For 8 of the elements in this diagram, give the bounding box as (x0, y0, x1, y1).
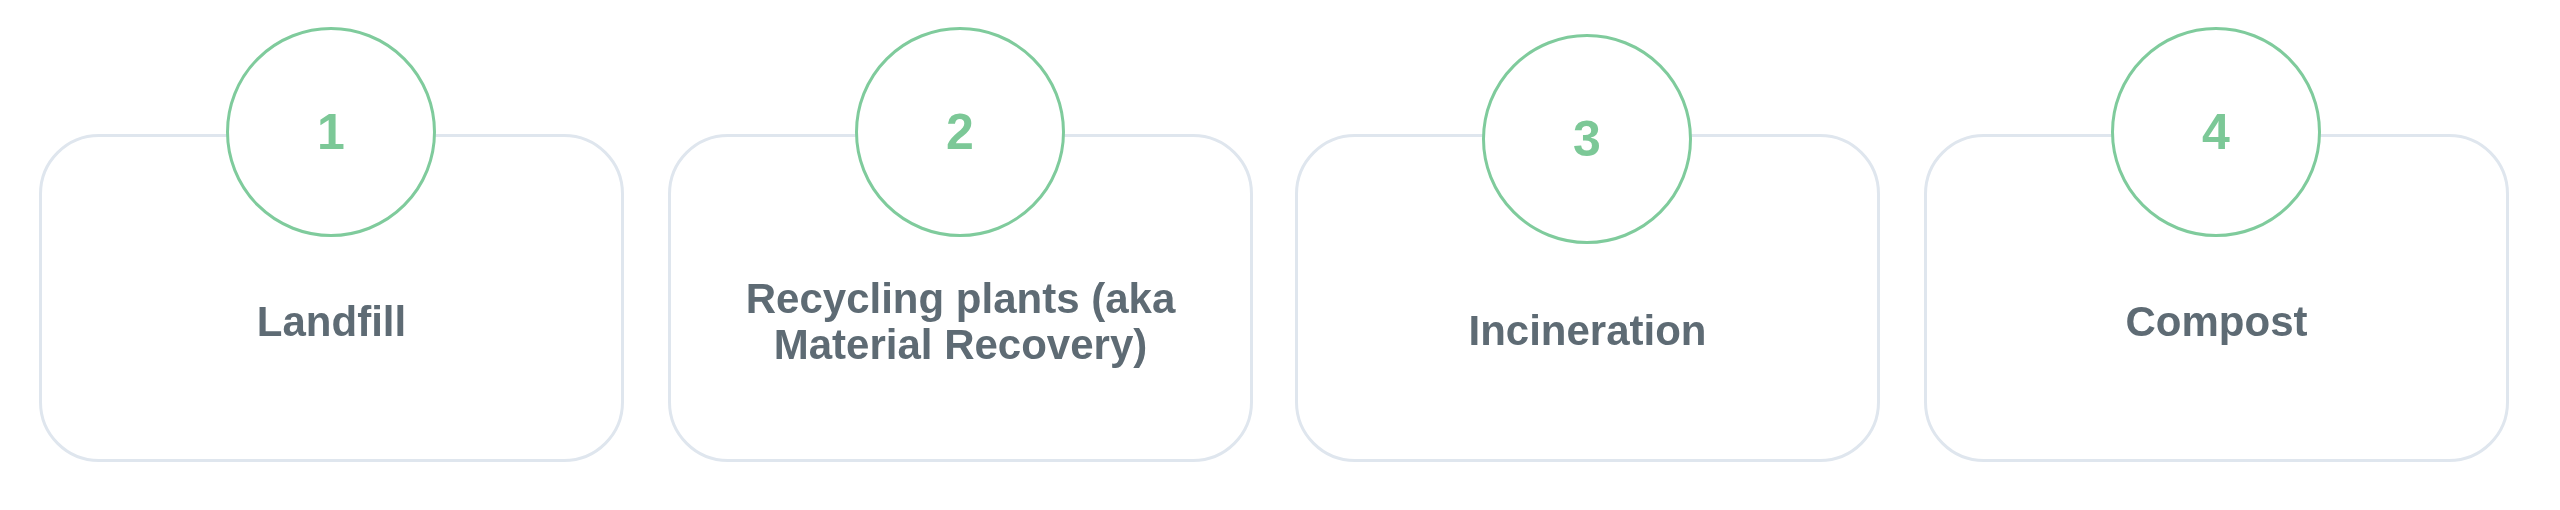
card-label: Compost (2125, 299, 2308, 345)
step-number: 1 (317, 107, 345, 157)
card-label: Landfill (256, 299, 407, 345)
step-number: 2 (946, 107, 974, 157)
step-number: 4 (2202, 107, 2230, 157)
card-label: Incineration (1468, 308, 1707, 354)
step-number: 3 (1573, 114, 1601, 164)
card-label: Recycling plants (aka Material Recovery) (744, 276, 1177, 368)
